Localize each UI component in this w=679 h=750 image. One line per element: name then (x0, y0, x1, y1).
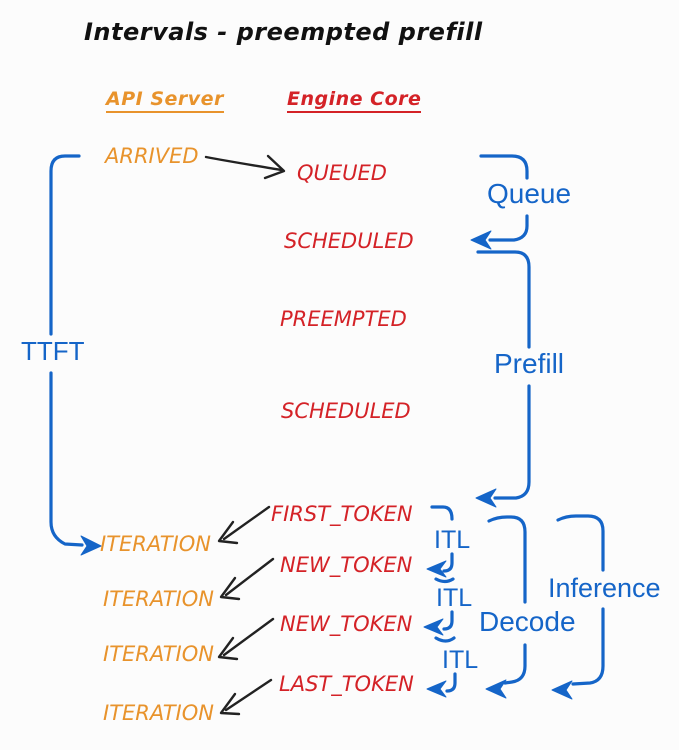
event-iteration-2: ITERATION (103, 587, 214, 611)
itl2-arrowhead-icon (423, 618, 444, 636)
event-queued: QUEUED (297, 161, 387, 185)
page-title: Intervals - preempted prefill (84, 18, 483, 46)
last-token-to-iteration-arrow (219, 678, 273, 716)
new-token1-to-iteration-arrow (219, 557, 275, 601)
itl-bracket-2 (423, 610, 456, 643)
interval-label-decode: Decode (479, 606, 576, 637)
interval-label-itl-2: ITL (436, 584, 473, 612)
first-token-to-iteration-arrow (217, 505, 271, 545)
interval-label-ttft: TTFT (21, 336, 85, 366)
event-iteration-1: ITERATION (100, 532, 211, 556)
prefill-bracket (475, 250, 531, 508)
event-first-token: FIRST_TOKEN (271, 502, 413, 526)
event-new-token-2: NEW_TOKEN (280, 612, 413, 636)
new-token2-to-iteration-arrow (217, 617, 275, 661)
interval-label-prefill: Prefill (494, 348, 565, 379)
column-header-api-server: API Server (106, 90, 224, 113)
queue-arrowhead-icon (470, 230, 492, 250)
interval-label-inference: Inference (548, 573, 661, 603)
itl-bracket-3 (426, 672, 457, 698)
decode-arrowhead-icon (485, 679, 507, 699)
inference-arrowhead-icon (551, 680, 573, 700)
column-header-engine-core: Engine Core (287, 90, 422, 113)
event-new-token-1: NEW_TOKEN (280, 553, 413, 577)
event-scheduled-1: SCHEDULED (284, 229, 414, 253)
interval-label-itl-1: ITL (434, 526, 471, 554)
event-preempted: PREEMPTED (280, 307, 407, 331)
decode-bracket (485, 515, 527, 699)
event-arrived: ARRIVED (105, 144, 199, 168)
event-iteration-4: ITERATION (103, 701, 214, 725)
event-scheduled-2: SCHEDULED (281, 399, 411, 423)
ttft-arrowhead-icon (80, 535, 102, 556)
event-last-token: LAST_TOKEN (279, 672, 414, 696)
itl-bracket-1 (426, 505, 455, 584)
prefill-arrowhead-icon (475, 488, 497, 508)
interval-label-itl-3: ITL (442, 646, 479, 674)
queue-bracket (470, 154, 529, 250)
inference-bracket (551, 514, 605, 700)
arrived-to-queued-arrow (204, 154, 286, 180)
interval-label-queue: Queue (487, 178, 572, 209)
itl1-arrowhead-icon (426, 560, 447, 578)
itl3-arrowhead-icon (426, 680, 447, 698)
event-iteration-3: ITERATION (103, 642, 214, 666)
ttft-bracket (49, 154, 102, 556)
